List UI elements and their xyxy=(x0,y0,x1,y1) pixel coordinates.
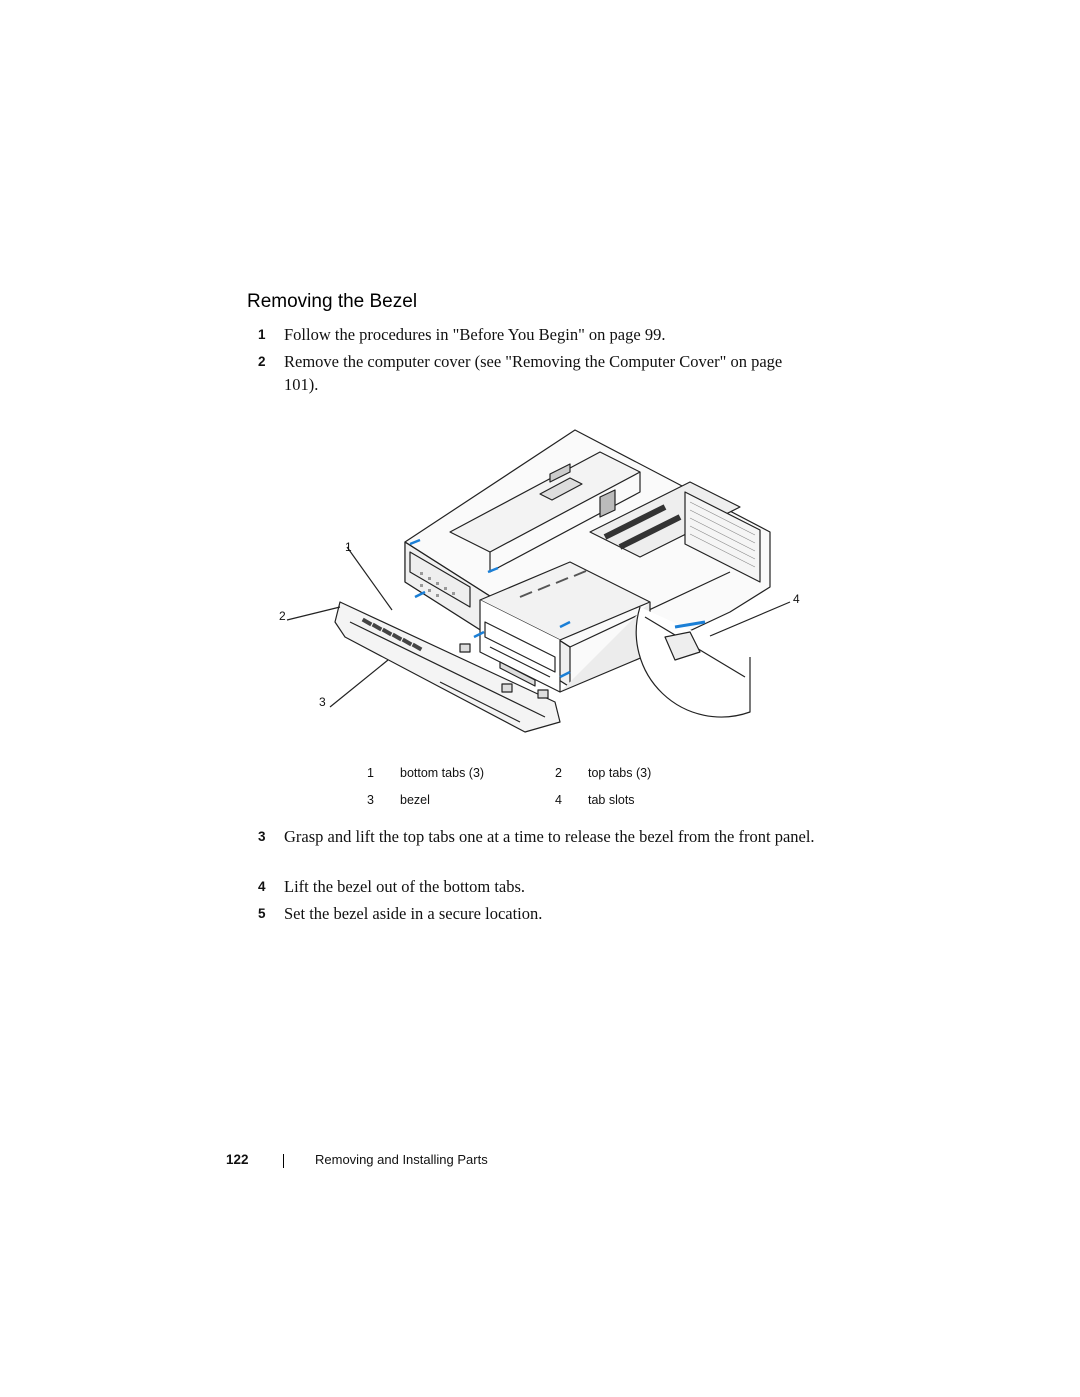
footer-divider xyxy=(283,1154,284,1168)
section-heading: Removing the Bezel xyxy=(247,291,418,312)
step-2: 2 Remove the computer cover (see "Removi… xyxy=(258,350,818,396)
step-4: 4 Lift the bezel out of the bottom tabs. xyxy=(258,875,818,898)
step-text: Follow the procedures in "Before You Beg… xyxy=(284,325,666,344)
chapter-title: Removing and Installing Parts xyxy=(315,1152,488,1167)
callout-1: 1 xyxy=(345,540,352,554)
legend-number: 4 xyxy=(555,792,562,807)
callout-3: 3 xyxy=(319,695,326,709)
step-text: Set the bezel aside in a secure location… xyxy=(284,904,543,923)
step-1: 1 Follow the procedures in "Before You B… xyxy=(258,323,818,346)
step-number: 4 xyxy=(258,879,266,894)
step-text: Lift the bezel out of the bottom tabs. xyxy=(284,877,526,896)
legend-label: tab slots xyxy=(588,792,635,807)
step-text: Grasp and lift the top tabs one at a tim… xyxy=(284,827,815,846)
callout-2: 2 xyxy=(279,609,286,623)
bezel-removal-illustration: 1 2 3 4 xyxy=(270,422,810,742)
step-number: 2 xyxy=(258,354,266,369)
step-5: 5 Set the bezel aside in a secure locati… xyxy=(258,902,818,925)
figure-legend: 1 bottom tabs (3) 2 top tabs (3) 3 bezel… xyxy=(362,759,738,813)
legend-label: top tabs (3) xyxy=(588,765,652,780)
step-3: 3 Grasp and lift the top tabs one at a t… xyxy=(258,825,818,848)
callout-4: 4 xyxy=(793,592,800,606)
computer-chassis-drawing xyxy=(286,429,791,733)
legend-number: 3 xyxy=(367,792,374,807)
legend-label: bezel xyxy=(400,792,430,807)
step-number: 3 xyxy=(258,829,266,844)
page-number: 122 xyxy=(226,1152,249,1167)
step-number: 5 xyxy=(258,906,266,921)
legend-label: bottom tabs (3) xyxy=(400,765,485,780)
step-number: 1 xyxy=(258,327,266,342)
step-text: Remove the computer cover (see "Removing… xyxy=(284,352,783,394)
legend-row: 1 bottom tabs (3) 2 top tabs (3) xyxy=(362,759,738,786)
legend-number: 2 xyxy=(555,765,562,780)
legend-number: 1 xyxy=(367,765,374,780)
legend-row: 3 bezel 4 tab slots xyxy=(362,786,738,813)
